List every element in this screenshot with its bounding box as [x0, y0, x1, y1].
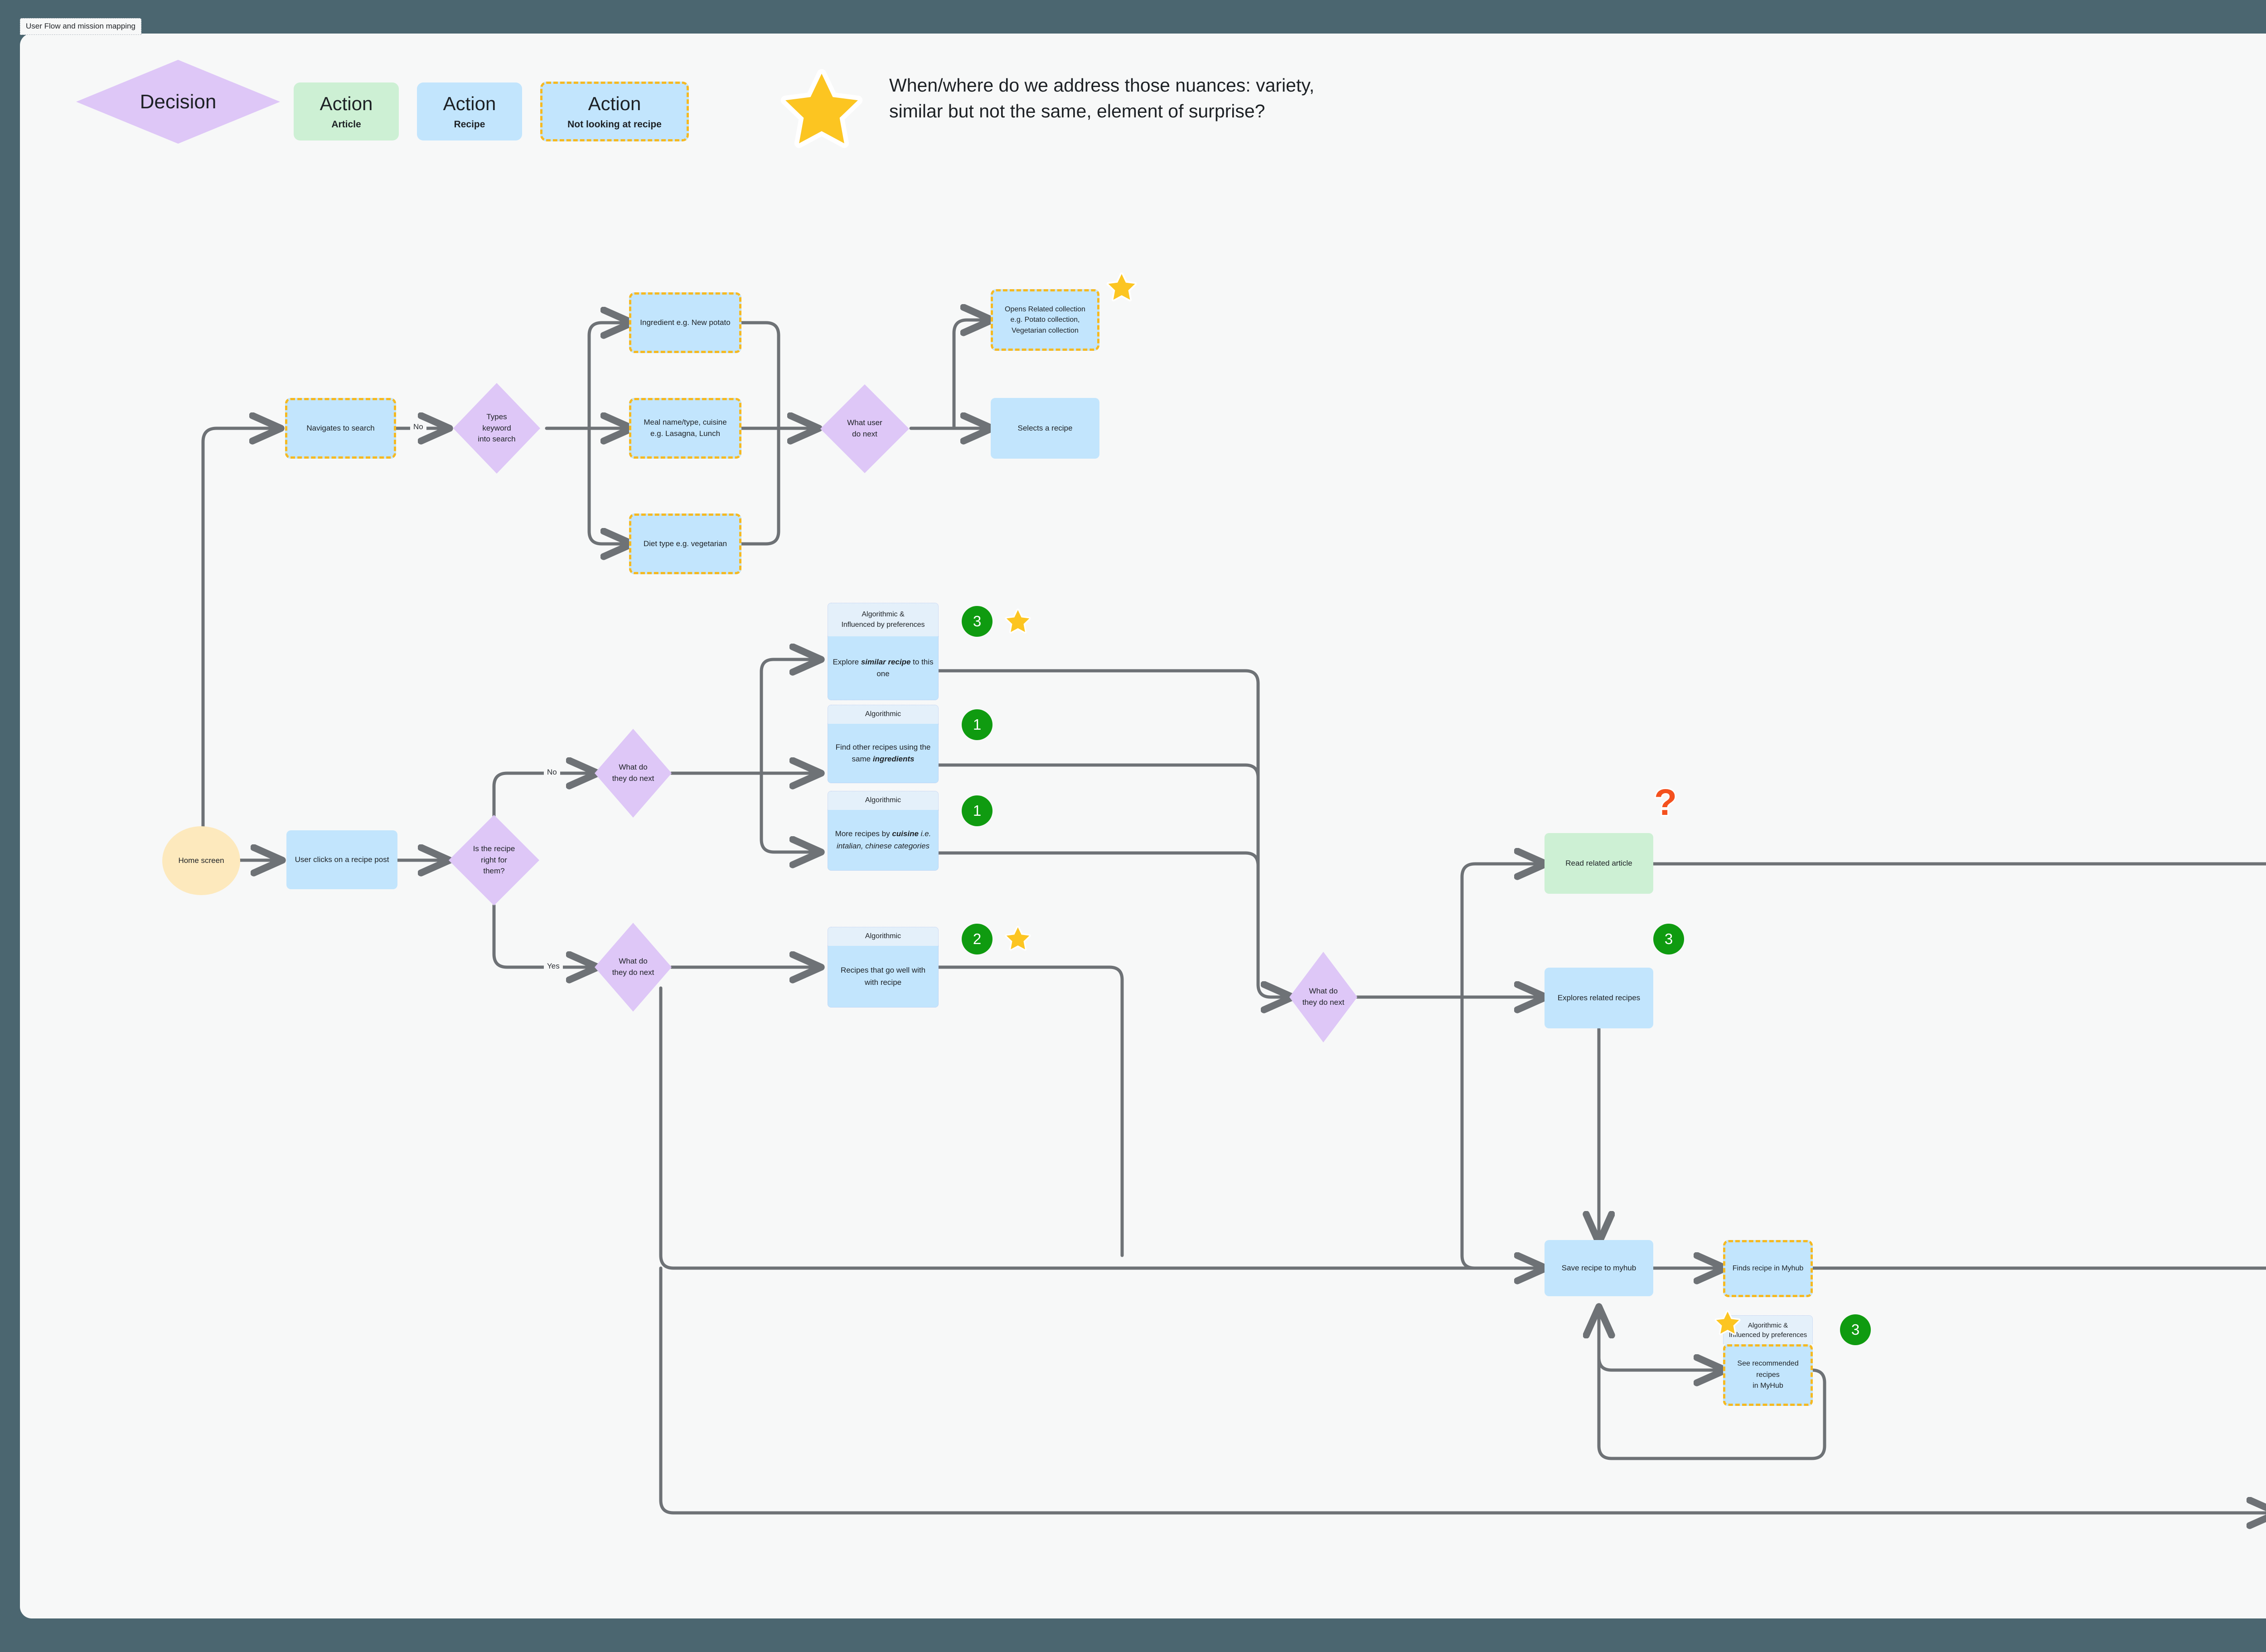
- legend-action-not-recipe-subtitle: Not looking at recipe: [567, 119, 662, 130]
- legend-decision-label: Decision: [140, 90, 217, 113]
- legend-action-article: Action Article: [294, 82, 399, 140]
- node-what-do-they-do-next-yes-label: What do they do next: [612, 957, 654, 977]
- node-what-do-they-do-next-mid-label: What do they do next: [1302, 987, 1345, 1007]
- badge-priority-explore-similar: 3: [962, 606, 993, 637]
- node-opens-related-collection[interactable]: Opens Related collection e.g. Potato col…: [991, 289, 1099, 351]
- body-text-1: More recipes by: [835, 829, 892, 838]
- card-find-same-ingredients-header: Algorithmic: [828, 705, 939, 724]
- card-explore-similar-recipe[interactable]: Algorithmic & Influenced by preferences …: [828, 603, 939, 700]
- node-save-recipe-to-myhub[interactable]: Save recipe to myhub: [1545, 1240, 1653, 1296]
- card-see-recommended-myhub-body: See recommended recipes in MyHub: [1723, 1344, 1813, 1406]
- node-navigates-to-search-label: Navigates to search: [306, 423, 375, 432]
- card-explore-similar-recipe-body: Explore similar recipe to this one: [828, 636, 939, 700]
- badge-priority-more-by-cuisine: 1: [962, 795, 993, 826]
- card-recipes-go-well-body: Recipes that go well with with recipe: [828, 946, 939, 1008]
- edge-label-yes-branch: Yes: [544, 962, 563, 971]
- node-finds-recipe-in-myhub-label: Finds recipe in Myhub: [1732, 1264, 1804, 1273]
- node-finds-recipe-in-myhub[interactable]: Finds recipe in Myhub: [1723, 1240, 1813, 1297]
- node-save-recipe-to-myhub-label: Save recipe to myhub: [1561, 1263, 1637, 1272]
- card-recipes-go-well-header: Algorithmic: [828, 927, 939, 946]
- body-text-emphasis: similar recipe: [861, 657, 911, 666]
- node-selects-a-recipe-label: Selects a recipe: [1017, 423, 1073, 432]
- body-text-emphasis: cuisine: [892, 829, 919, 838]
- node-types-keyword-decision[interactable]: Types keyword into search: [453, 383, 540, 474]
- badge-priority-explores-related-recipes: 3: [1653, 924, 1684, 954]
- card-more-by-cuisine-header: Algorithmic: [828, 791, 939, 810]
- node-types-keyword-label: Types keyword into search: [478, 412, 516, 444]
- card-more-by-cuisine[interactable]: Algorithmic More recipes by cuisine i.e.…: [828, 791, 939, 871]
- node-user-clicks-recipe-post-label: User clicks on a recipe post: [295, 855, 389, 864]
- node-user-clicks-recipe-post[interactable]: User clicks on a recipe post: [286, 830, 397, 889]
- node-home-screen[interactable]: Home screen: [162, 826, 240, 895]
- node-explores-related-recipes[interactable]: Explores related recipes: [1545, 968, 1653, 1028]
- node-what-user-do-next-decision[interactable]: What user do next: [820, 384, 909, 473]
- legend-action-recipe-title: Action: [443, 93, 496, 114]
- node-what-do-they-do-next-mid[interactable]: What do they do next: [1289, 952, 1357, 1042]
- node-what-user-do-next-label: What user do next: [847, 418, 882, 438]
- node-what-do-they-do-next-no[interactable]: What do they do next: [595, 729, 672, 818]
- node-search-meal-name[interactable]: Meal name/type, cuisine e.g. Lasagna, Lu…: [629, 398, 741, 459]
- star-icon: [1714, 1310, 1741, 1339]
- node-navigates-to-search[interactable]: Navigates to search: [285, 398, 396, 459]
- edge-label-no-branch: No: [544, 768, 560, 777]
- legend-action-article-subtitle: Article: [331, 119, 361, 130]
- star-icon: [1004, 608, 1031, 638]
- badge-priority-find-same-ingredients: 1: [962, 709, 993, 740]
- node-explores-related-recipes-label: Explores related recipes: [1557, 993, 1641, 1002]
- badge-priority-see-recommended-myhub: 3: [1840, 1314, 1871, 1345]
- frame-board: [20, 34, 2266, 1618]
- node-search-ingredient[interactable]: Ingredient e.g. New potato: [629, 292, 741, 353]
- card-find-same-ingredients-body: Find other recipes using the same ingred…: [828, 724, 939, 783]
- legend-action-not-recipe-title: Action: [588, 93, 641, 114]
- question-mark-icon: ?: [1653, 782, 1678, 823]
- body-text-1: Explore: [833, 657, 861, 666]
- card-explore-similar-recipe-header: Algorithmic & Influenced by preferences: [828, 603, 939, 636]
- node-opens-related-collection-label: Opens Related collection e.g. Potato col…: [1005, 305, 1085, 334]
- badge-priority-recipes-go-well: 2: [962, 924, 993, 954]
- node-search-diet-type[interactable]: Diet type e.g. vegetarian: [629, 514, 741, 574]
- card-find-same-ingredients[interactable]: Algorithmic Find other recipes using the…: [828, 705, 939, 783]
- node-search-ingredient-label: Ingredient e.g. New potato: [640, 318, 731, 327]
- node-what-do-they-do-next-no-label: What do they do next: [612, 763, 654, 783]
- body-text-2: i.e. intalian, chinese categories: [836, 829, 931, 850]
- star-icon: [1004, 925, 1031, 955]
- legend-action-not-recipe: Action Not looking at recipe: [540, 82, 689, 141]
- node-what-do-they-do-next-yes[interactable]: What do they do next: [595, 923, 672, 1012]
- edge-label-no-search: No: [410, 422, 426, 431]
- card-more-by-cuisine-body: More recipes by cuisine i.e. intalian, c…: [828, 810, 939, 871]
- body-text-emphasis: ingredients: [872, 755, 915, 763]
- node-read-related-article-label: Read related article: [1565, 858, 1632, 867]
- frame-title-tab[interactable]: User Flow and mission mapping: [20, 18, 141, 35]
- header-question-text: When/where do we address those nuances: …: [889, 75, 1315, 121]
- node-search-meal-name-label: Meal name/type, cuisine e.g. Lasagna, Lu…: [644, 418, 727, 438]
- node-is-recipe-right-decision[interactable]: Is the recipe right for them?: [449, 815, 539, 906]
- node-search-diet-type-label: Diet type e.g. vegetarian: [643, 539, 727, 548]
- node-selects-a-recipe[interactable]: Selects a recipe: [991, 398, 1099, 459]
- node-read-related-article[interactable]: Read related article: [1545, 833, 1653, 894]
- card-recipes-go-well[interactable]: Algorithmic Recipes that go well with wi…: [828, 927, 939, 1008]
- legend-decision: Decision: [76, 60, 280, 144]
- body-text-2: to this one: [876, 657, 934, 678]
- node-home-screen-label: Home screen: [178, 856, 224, 865]
- node-is-recipe-right-label: Is the recipe right for them?: [473, 844, 515, 876]
- star-icon: [1106, 272, 1138, 306]
- legend-action-recipe: Action Recipe: [417, 82, 522, 140]
- body-text-1: Find other recipes using the same: [835, 742, 931, 763]
- legend-action-article-title: Action: [320, 93, 373, 114]
- star-icon: [779, 68, 865, 156]
- legend-action-recipe-subtitle: Recipe: [454, 119, 485, 130]
